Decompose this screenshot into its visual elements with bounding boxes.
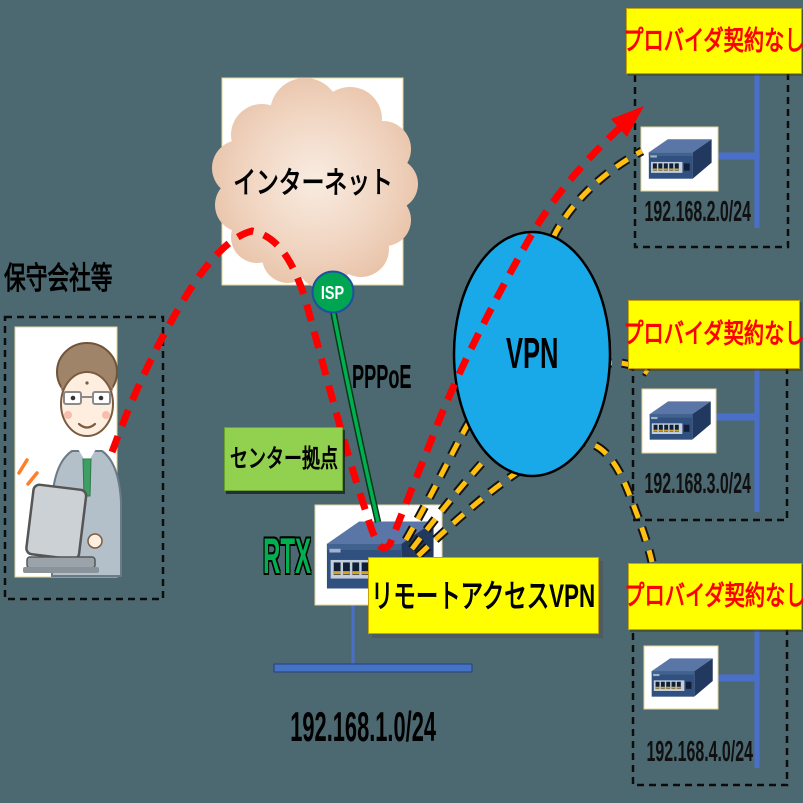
center-site-text: センター拠点 xyxy=(229,444,338,473)
site3-network-text: 192.168.4.0/24 xyxy=(646,735,753,768)
center-network-text: 192.168.1.0/24 xyxy=(290,703,437,750)
site1-network-label: 192.168.2.0/24 xyxy=(635,194,760,230)
isp-node xyxy=(311,270,355,314)
site3-network-label: 192.168.4.0/24 xyxy=(637,734,762,770)
isp-text: ISP xyxy=(321,282,345,303)
remote-access-vpn-text: リモートアクセスVPN xyxy=(371,577,596,614)
vpn-text: VPN xyxy=(505,329,559,378)
isp-label: ISP xyxy=(312,283,354,302)
remote-access-path xyxy=(108,121,627,552)
internet-text: インターネット xyxy=(233,167,393,200)
internet-label: インターネット xyxy=(224,164,402,204)
rtx-label: RTX xyxy=(252,526,322,586)
site1-banner-text: プロバイダ契約なし xyxy=(623,25,803,56)
internet-cloud xyxy=(212,78,418,289)
site3-banner: プロバイダ契約なし xyxy=(624,563,803,630)
pppoe-label: PPPoE xyxy=(352,358,432,394)
pppoe-line xyxy=(331,309,380,523)
site2-network-label: 192.168.3.0/24 xyxy=(635,466,760,502)
site2-banner-text: プロバイダ契約なし xyxy=(623,319,803,349)
rtx-text: RTX xyxy=(263,528,311,584)
site2-network-text: 192.168.3.0/24 xyxy=(644,467,751,500)
vpn-label: VPN xyxy=(487,330,577,378)
pppoe-text: PPPoE xyxy=(352,357,412,395)
site1-network-text: 192.168.2.0/24 xyxy=(644,195,751,228)
center-lan-bar xyxy=(273,663,473,673)
site3-banner-text: プロバイダ契約なし xyxy=(624,581,803,611)
remote-access-vpn-label: リモートアクセスVPN xyxy=(368,557,599,634)
site2-banner: プロバイダ契約なし xyxy=(623,300,803,369)
maintenance-site-box xyxy=(3,315,165,601)
maintenance-company-label: 保守会社等 xyxy=(4,258,168,298)
vpn-ellipse xyxy=(452,230,612,478)
maintenance-company-text: 保守会社等 xyxy=(4,260,113,296)
remote-access-arrowhead xyxy=(611,106,644,137)
site1-banner: プロバイダ契約なし xyxy=(623,8,803,74)
maintenance-person-illustration xyxy=(17,342,122,577)
center-network-label: 192.168.1.0/24 xyxy=(266,702,461,752)
center-site-label: センター拠点 xyxy=(224,427,343,491)
